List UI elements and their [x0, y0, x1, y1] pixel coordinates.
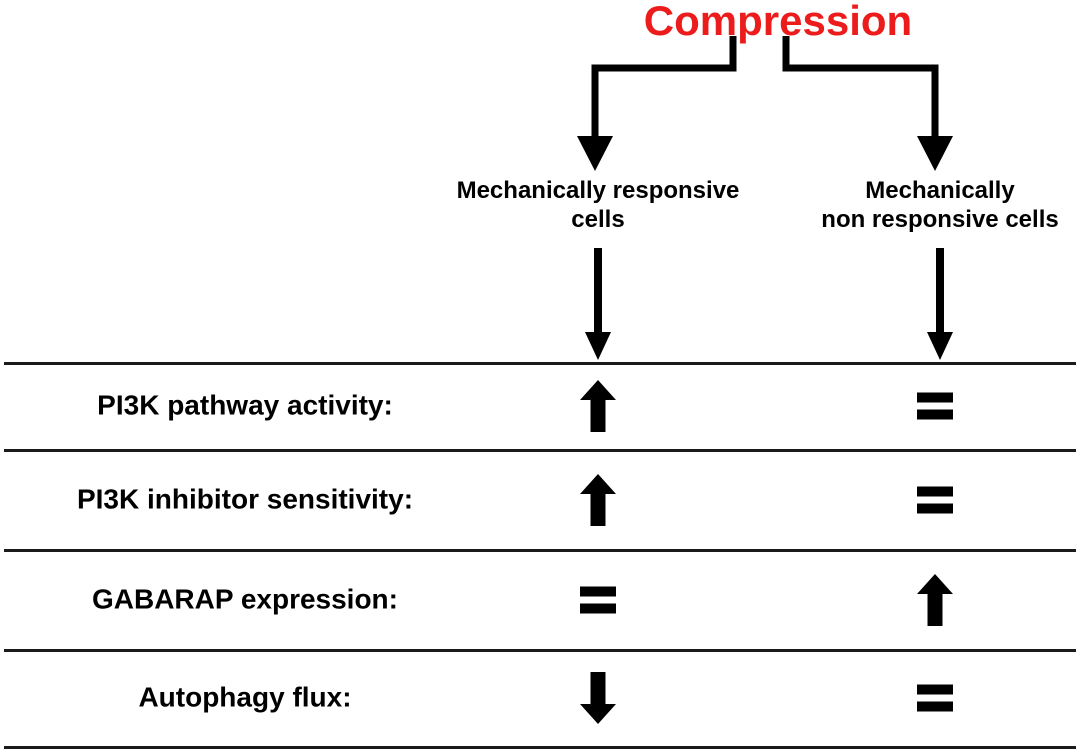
separator-line	[4, 746, 1076, 749]
cell-symbol	[580, 474, 616, 526]
cell-symbol	[580, 672, 616, 724]
left-column-down-arrow	[585, 248, 611, 360]
row-label: Autophagy flux:	[138, 681, 352, 713]
equals-icon	[917, 392, 953, 420]
branch-connector-graphic	[577, 36, 953, 360]
equals-icon	[917, 486, 953, 514]
arrowhead-down-icon	[577, 136, 613, 171]
row-label: PI3K inhibitor sensitivity:	[76, 483, 414, 515]
figure-title: Compression	[643, 0, 913, 44]
cell-symbol	[917, 486, 953, 514]
separator-line	[4, 549, 1076, 552]
arrowhead-down-icon	[585, 332, 611, 360]
branch-left-connector	[577, 36, 737, 171]
separator-line	[4, 362, 1076, 365]
right-column-down-arrow	[927, 248, 953, 360]
up-arrow-icon	[917, 574, 953, 626]
row-label: GABARAP expression:	[91, 583, 398, 615]
arrowhead-down-icon	[917, 136, 953, 171]
equals-icon	[580, 586, 616, 614]
down-arrow-icon	[580, 672, 616, 724]
separator-line	[4, 449, 1076, 452]
cell-symbol	[580, 586, 616, 614]
column-label-line: Mechanically	[865, 177, 1015, 204]
column-label-line: Mechanically responsive	[456, 177, 740, 204]
column-label-line: non responsive cells	[821, 206, 1059, 233]
cell-symbol	[917, 392, 953, 420]
column-label-non-responsive: Mechanically non responsive cells	[750, 176, 1080, 234]
arrowhead-down-icon	[927, 332, 953, 360]
cell-symbol	[917, 684, 953, 712]
row-label: PI3K pathway activity:	[97, 389, 393, 421]
cell-symbol	[917, 574, 953, 626]
up-arrow-icon	[580, 380, 616, 432]
up-arrow-icon	[580, 474, 616, 526]
separator-line	[4, 649, 1076, 652]
branch-right-connector	[782, 36, 953, 171]
cell-symbol	[580, 380, 616, 432]
column-label-responsive: Mechanically responsive cells	[408, 176, 788, 234]
equals-icon	[917, 684, 953, 712]
column-label-line: cells	[571, 206, 625, 233]
